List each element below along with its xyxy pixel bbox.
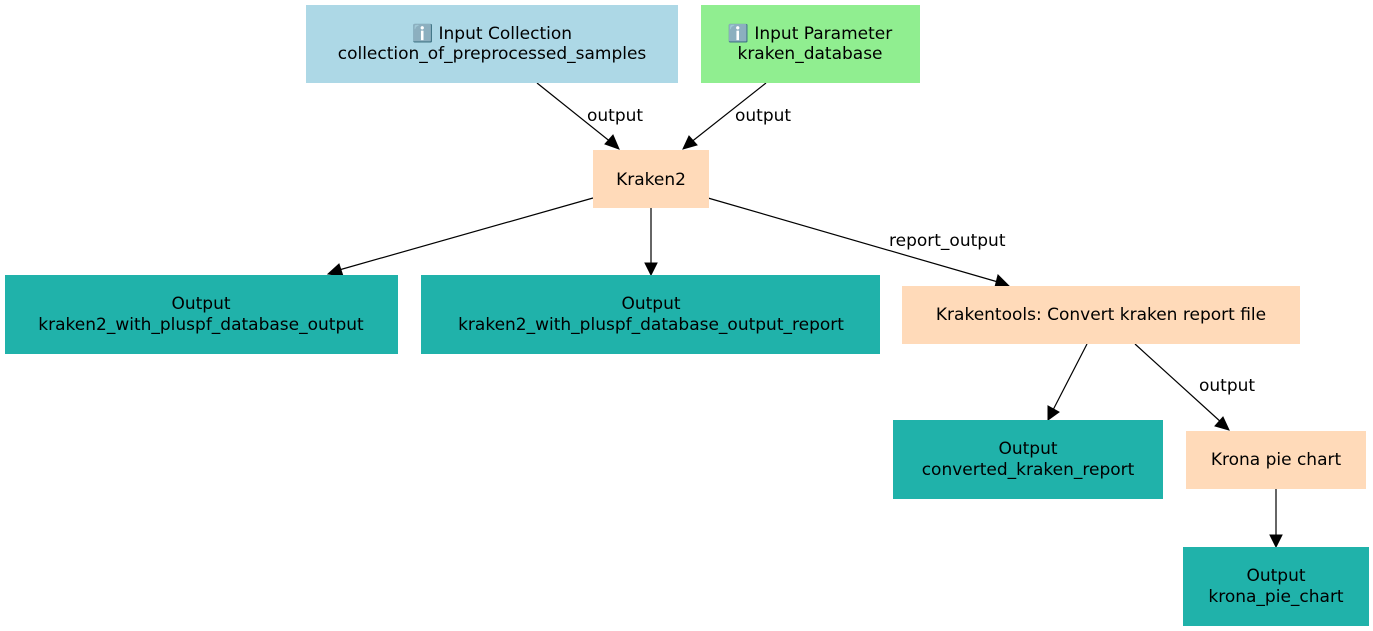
edge-label-krona-output: output [1199, 376, 1255, 396]
output-database-output-box [5, 275, 398, 354]
output-krona-node[interactable]: Output krona_pie_chart [1183, 547, 1369, 626]
edge-collection-to-kraken2 [536, 82, 613, 144]
arrowhead [326, 263, 344, 277]
input-collection-box [306, 5, 678, 83]
output-converted-report-title: Output [998, 439, 1057, 459]
kraken2-box [593, 150, 709, 208]
krona-box [1186, 431, 1366, 489]
arrowhead [994, 274, 1011, 288]
edge-parameter-to-kraken2 [689, 82, 767, 144]
edge-krakentools-to-converted-report [1052, 343, 1088, 411]
output-database-output-node[interactable]: Output kraken2_with_pluspf_database_outp… [5, 275, 398, 354]
kraken2-label: Kraken2 [616, 170, 686, 190]
edge-kraken2-to-output-database [338, 197, 594, 271]
input-parameter-box [701, 5, 920, 83]
input-collection-title: ℹ️ Input Collection [412, 23, 572, 44]
arrowhead [1269, 534, 1283, 549]
output-krona-box [1183, 547, 1369, 626]
edges: output output report_output output [326, 82, 1283, 549]
input-parameter-node[interactable]: ℹ️ Input Parameter kraken_database [701, 5, 920, 83]
input-parameter-name: kraken_database [737, 44, 882, 64]
input-collection-name: collection_of_preprocessed_samples [338, 44, 647, 64]
output-krona-title: Output [1246, 566, 1305, 586]
arrowhead [604, 134, 620, 150]
krona-node[interactable]: Krona pie chart [1186, 431, 1366, 489]
edge-label-collection-output: output [587, 106, 643, 126]
input-parameter-title: ℹ️ Input Parameter [728, 23, 892, 44]
kraken2-node[interactable]: Kraken2 [593, 150, 709, 208]
krakentools-label: Krakentools: Convert kraken report file [936, 305, 1266, 325]
output-converted-report-name: converted_kraken_report [922, 460, 1135, 480]
output-database-output-report-node[interactable]: Output kraken2_with_pluspf_database_outp… [421, 275, 880, 354]
output-database-output-report-box [421, 275, 880, 354]
edge-label-parameter-output: output [735, 106, 791, 126]
output-database-output-report-name: kraken2_with_pluspf_database_output_repo… [458, 315, 844, 335]
arrowhead [682, 135, 698, 150]
krakentools-node[interactable]: Krakentools: Convert kraken report file [902, 286, 1300, 344]
output-database-output-title: Output [171, 294, 230, 314]
krona-label: Krona pie chart [1211, 450, 1342, 470]
edge-label-report-output: report_output [889, 231, 1006, 251]
krakentools-box [902, 286, 1300, 344]
edge-kraken2-to-krakentools [707, 197, 999, 283]
output-krona-name: krona_pie_chart [1208, 587, 1344, 607]
output-converted-report-box [893, 420, 1163, 499]
arrowhead [644, 262, 658, 277]
edge-krakentools-to-krona [1134, 343, 1223, 424]
output-converted-report-node[interactable]: Output converted_kraken_report [893, 420, 1163, 499]
arrowhead [1047, 405, 1060, 421]
arrowhead [1214, 416, 1230, 431]
output-database-output-report-title: Output [621, 294, 680, 314]
output-database-output-name: kraken2_with_pluspf_database_output [38, 315, 364, 335]
input-collection-node[interactable]: ℹ️ Input Collection collection_of_prepro… [306, 5, 678, 83]
